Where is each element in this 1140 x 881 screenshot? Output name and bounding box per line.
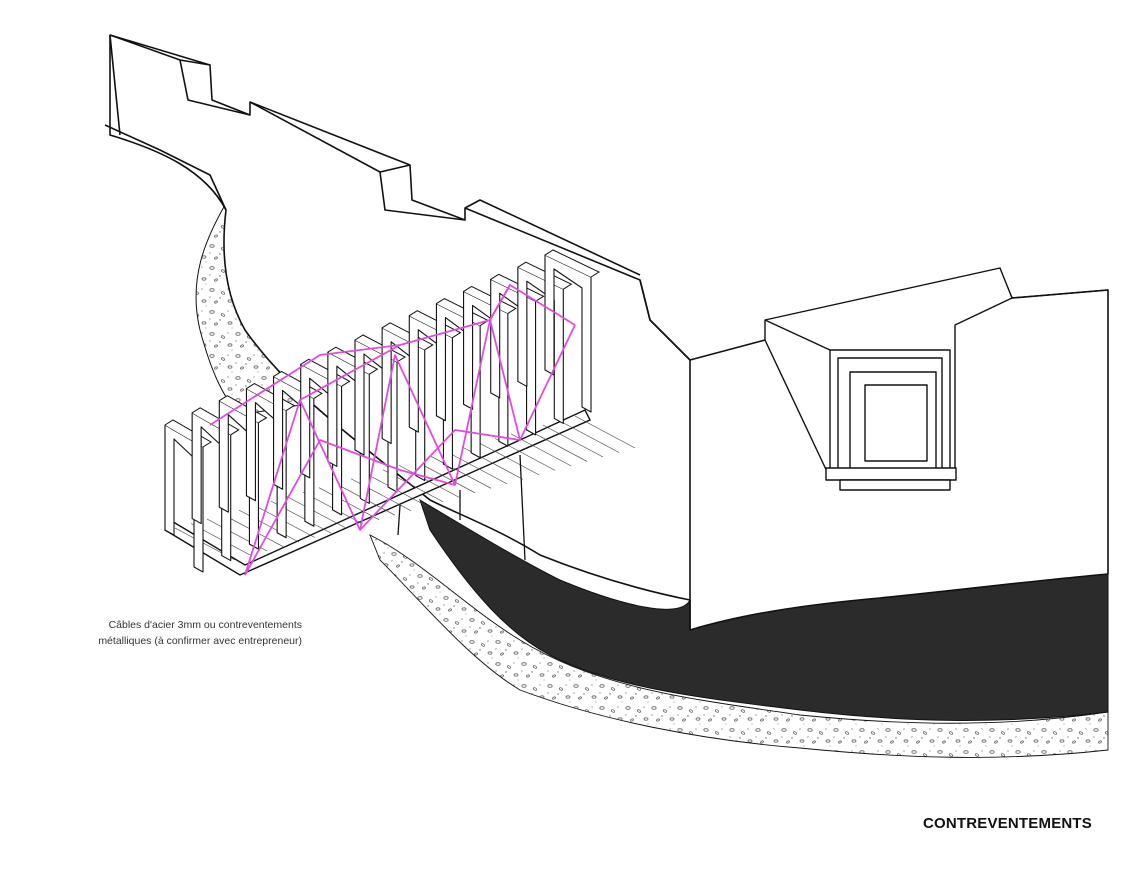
parapet-edges	[104, 34, 691, 630]
deck-slat	[430, 456, 492, 489]
rock-wall	[109, 34, 1109, 631]
bracing-annotation: Câbles d'acier 3mm ou contreventements m…	[40, 617, 302, 649]
deck-slat	[558, 420, 620, 453]
walkway-deck	[164, 409, 591, 576]
deck-slat	[318, 487, 380, 520]
deck-slat	[574, 415, 636, 449]
timber-frame-walkway	[164, 249, 636, 576]
deck-slat	[478, 442, 540, 476]
deck-slat	[286, 496, 348, 529]
deck-slat	[238, 509, 300, 543]
deck-slat	[446, 451, 508, 485]
annotation-line-2: métalliques (à confirmer avec entreprene…	[98, 635, 302, 647]
support-posts	[397, 454, 526, 561]
deck-slat	[542, 424, 604, 458]
timber-frame-module	[544, 249, 601, 413]
deck-slat	[526, 429, 588, 462]
annotation-line-1: Câbles d'acier 3mm ou contreventements	[108, 619, 302, 631]
sheet-title: CONTREVENTEMENTS	[922, 815, 1092, 832]
gravel-lower-bank	[369, 534, 1109, 758]
deck-slat	[398, 465, 460, 498]
dormer-window	[764, 267, 1109, 491]
steel-cable-bracing	[209, 284, 576, 576]
